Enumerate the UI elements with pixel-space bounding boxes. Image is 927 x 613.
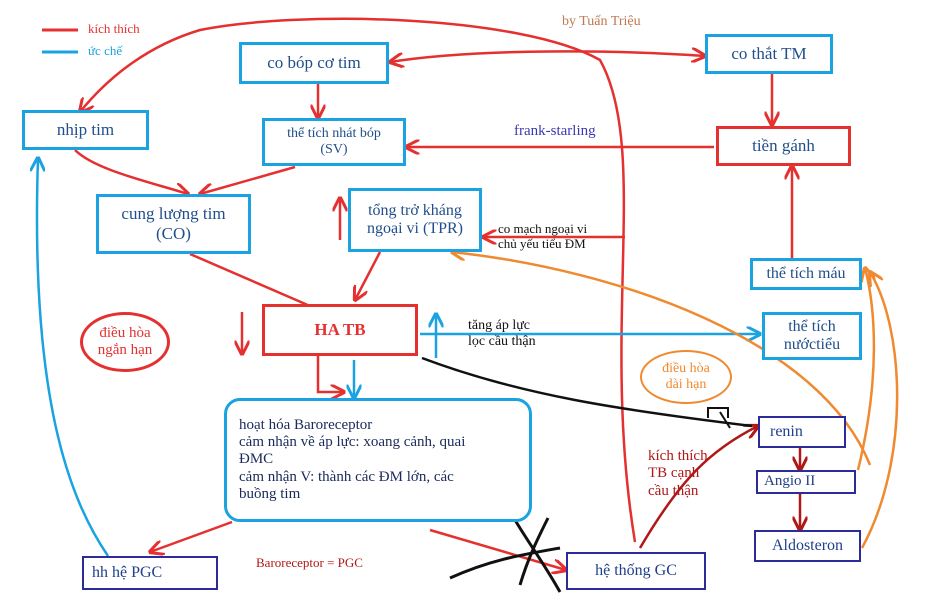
legend-inhibit-label: ức chế	[88, 43, 123, 58]
oval-long-term: điều hòa dài hạn	[640, 350, 732, 404]
node-baroreceptor: hoạt hóa Baroreceptor cảm nhận về áp lực…	[224, 398, 532, 522]
node-map: HA TB	[262, 304, 418, 356]
arrow-sns-to-heart-rate	[80, 17, 637, 543]
node-tpr-line1: tổng trở kháng	[368, 201, 462, 219]
legend-excite-label: kích thích	[88, 21, 140, 36]
arrow-co-to-map	[189, 252, 311, 308]
node-angio: Angio II	[756, 470, 856, 494]
label-vasoconstriction-line2: chủ yếu tiểu ĐM	[498, 235, 586, 251]
node-tpr: tổng trở kháng ngoại vi (TPR)	[348, 188, 482, 252]
label-jg-stimulation: kích thích TB cạnh cầu thận	[648, 448, 708, 500]
node-urine-volume: thể tích nướctiểu	[762, 312, 862, 360]
node-angio-label: Angio II	[764, 473, 816, 490]
oval-long-term-line2: dài hạn	[665, 377, 707, 392]
arrow-heart-rate-to-co	[74, 149, 188, 194]
label-vasoconstriction: co mạch ngoại vi chủ yếu tiểu ĐM	[498, 221, 588, 252]
node-heart-rate: nhịp tim	[22, 110, 149, 150]
node-cardiac-output-line1: cung lượng tim	[121, 204, 226, 224]
node-psn-label: hh hệ PGC	[92, 563, 163, 581]
label-baroreceptor-equals-psn: Baroreceptor = PGC	[256, 555, 363, 570]
node-renin-label: renin	[770, 422, 803, 440]
node-cardiac-output: cung lượng tim (CO)	[96, 194, 251, 254]
arrow-psn-to-heart-rate	[37, 158, 110, 557]
node-aldosteron-label: Aldosteron	[771, 536, 844, 554]
node-stroke-volume-line2: (SV)	[320, 142, 348, 157]
label-filtration-line2: lọc cầu thận	[468, 334, 536, 350]
node-aldosteron: Aldosteron	[754, 530, 861, 562]
node-heart-rate-label: nhịp tim	[56, 120, 115, 140]
label-jg-line1: kích thích	[648, 448, 708, 464]
node-sns-label: hệ thống GC	[595, 561, 677, 579]
node-psn: hh hệ PGC	[82, 556, 218, 590]
label-jg-line3: cầu thận	[648, 482, 699, 499]
node-renin: renin	[758, 416, 846, 448]
arrow-sns-to-renin	[638, 426, 758, 549]
oval-short-term: điều hòa ngắn hạn	[80, 312, 170, 372]
node-baroreceptor-line2: cảm nhận về áp lực: xoang cảnh, quai	[239, 434, 466, 451]
node-contractility-label: co bóp cơ tim	[267, 53, 361, 73]
node-urine-volume-line2: nướctiểu	[783, 336, 841, 353]
node-baroreceptor-line1: hoạt hóa Baroreceptor	[239, 416, 373, 433]
node-urine-volume-line1: thể tích	[788, 317, 836, 335]
label-jg-line2: TB cạnh	[648, 465, 700, 482]
arrow-map-down-to-baroreceptor	[316, 356, 344, 392]
node-contractility: co bóp cơ tim	[239, 42, 389, 84]
node-sns: hệ thống GC	[566, 552, 706, 590]
node-tpr-line2: ngoại vi (TPR)	[367, 220, 463, 237]
oval-long-term-line1: điều hòa	[662, 360, 710, 376]
node-blood-volume-label: thể tích máu	[766, 264, 846, 282]
arrow-tpr-to-map	[355, 251, 382, 300]
arrow-map-to-renin	[421, 356, 753, 428]
node-baroreceptor-line5: buồng tim	[239, 485, 301, 502]
arrow-sv-to-co	[200, 165, 296, 194]
label-frank-starling: frank-starling	[514, 123, 596, 139]
node-preload: tiền gánh	[716, 126, 851, 166]
node-stroke-volume-line1: thể tích nhát bóp	[287, 125, 381, 141]
author-credit: by Tuấn Triệu	[562, 14, 641, 29]
cross-out-mark	[449, 517, 562, 593]
oval-short-term-line2: ngắn hạn	[97, 342, 153, 358]
node-map-label: HA TB	[314, 320, 366, 340]
node-cardiac-output-line2: (CO)	[156, 224, 191, 243]
arrow-baroreceptor-to-psn	[150, 520, 233, 552]
renin-inhibit-mark	[707, 407, 731, 429]
arrow-angio-to-blood-volume	[856, 268, 874, 471]
label-vasoconstriction-line1: co mạch ngoại vi	[498, 221, 588, 236]
node-stroke-volume: thể tích nhát bóp (SV)	[262, 118, 406, 166]
oval-short-term-line1: điều hòa	[99, 324, 151, 341]
node-blood-volume: thể tích máu	[750, 258, 862, 290]
label-filtration: tăng áp lực lọc cầu thận	[468, 318, 536, 350]
label-filtration-line1: tăng áp lực	[468, 318, 531, 333]
arrow-contractility-venoconstriction	[390, 51, 705, 62]
node-venoconstriction-label: co thắt TM	[731, 44, 807, 64]
node-venoconstriction: co thắt TM	[705, 34, 833, 74]
node-baroreceptor-line3: ĐMC	[239, 451, 274, 468]
node-baroreceptor-line4: cảm nhận V: thành các ĐM lớn, các	[239, 468, 454, 485]
arrow-aldosteron-to-blood-volume	[860, 272, 899, 549]
node-preload-label: tiền gánh	[752, 136, 815, 156]
